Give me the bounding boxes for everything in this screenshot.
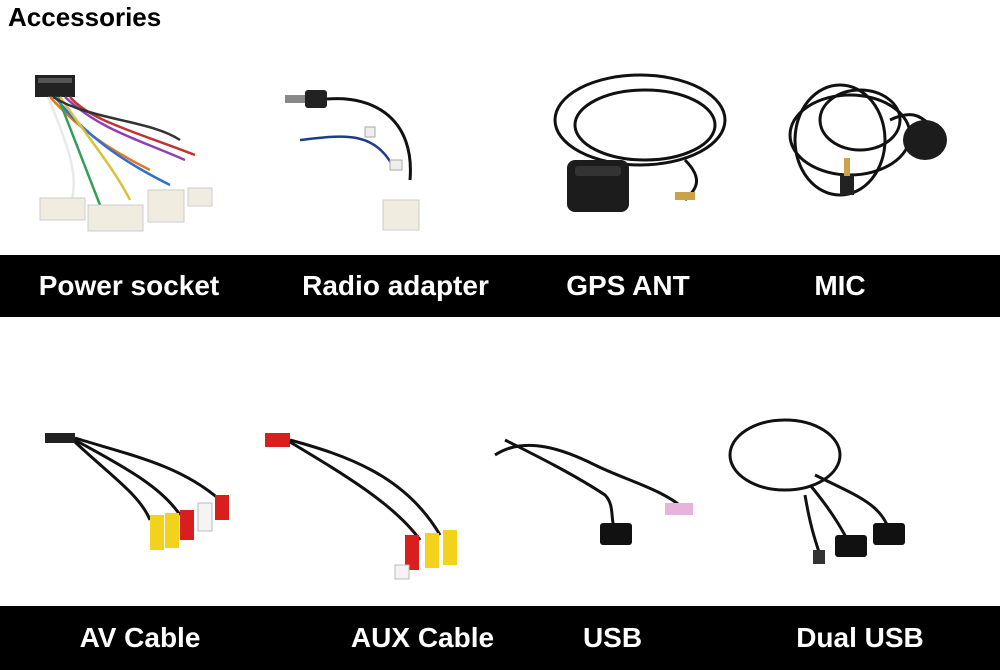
av-cable-icon	[30, 395, 245, 605]
accessory-images-row-1	[0, 40, 1000, 255]
aux-cable-icon	[255, 395, 465, 605]
power-socket-label: Power socket	[38, 270, 220, 301]
label-band-row-1: Power socket Radio adapter GPS ANT MIC	[0, 255, 1000, 317]
dual-usb-cable-icon	[715, 395, 915, 605]
label-band-row-2: AV Cable AUX Cable USB Dual USB	[0, 606, 1000, 670]
microphone-icon	[770, 40, 950, 255]
av-cable-label: AV Cable	[79, 622, 201, 653]
aux-cable-label: AUX Cable	[350, 622, 495, 653]
dual-usb-label: Dual USB	[796, 622, 924, 653]
mic-label: MIC	[814, 270, 866, 301]
accessory-images-row-2	[0, 395, 1000, 605]
radio-adapter-cable-icon	[275, 40, 445, 255]
power-socket-harness-icon	[20, 40, 220, 255]
radio-adapter-label: Radio adapter	[302, 270, 489, 301]
usb-cable-icon	[485, 395, 705, 605]
gps-ant-label: GPS ANT	[566, 270, 690, 301]
usb-label: USB	[582, 622, 643, 653]
page-title: Accessories	[8, 2, 162, 32]
gps-antenna-icon	[545, 40, 735, 255]
